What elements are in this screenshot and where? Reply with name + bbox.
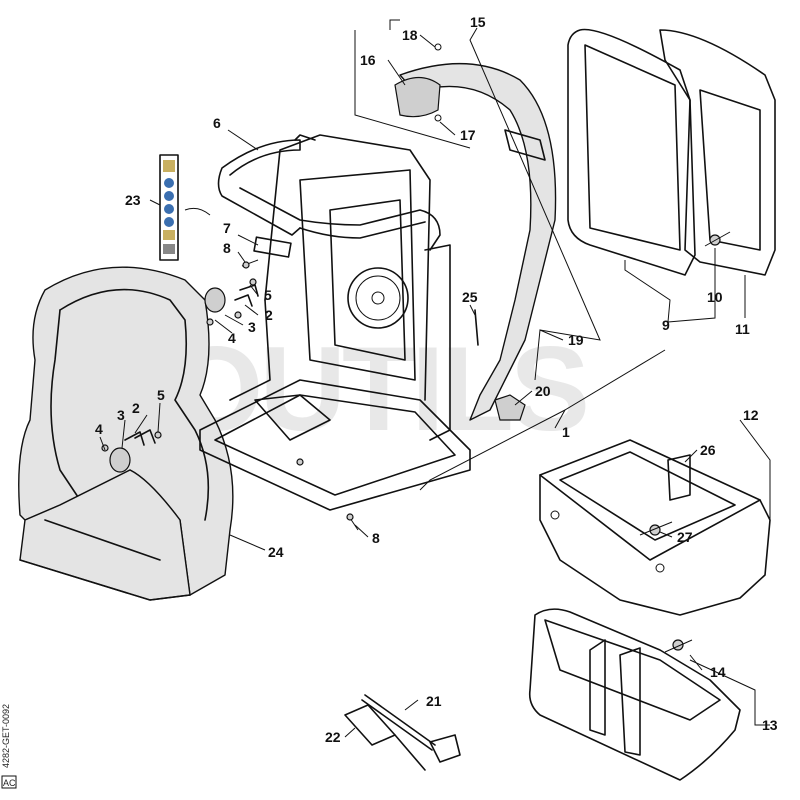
label-3-lower: 3 [117,407,125,423]
part-21-22-tools [344,694,461,771]
label-11: 11 [735,321,750,337]
label-17: 17 [460,127,476,143]
part-11-back-cushion [659,29,776,276]
drawing-code: 4282-GET-0092 [1,704,11,768]
part-15-shoulder-strap [394,43,557,421]
label-19: 19 [568,332,584,348]
label-9: 9 [662,317,670,333]
label-2-upper: 2 [265,307,273,323]
leader-lines [99,19,771,738]
label-5-lower: 5 [157,387,165,403]
label-22: 22 [325,729,341,745]
label-3-upper: 3 [248,319,256,335]
part-25-rod [474,309,479,346]
part-10-pin [704,231,731,247]
label-8-upper: 8 [223,240,231,256]
part-6-carry-handle [217,134,441,251]
drawing-tag: AC [3,778,16,788]
part-labels: 1 2 2 3 3 4 4 5 5 6 7 8 8 9 10 11 12 13 … [95,14,778,745]
part-13-lower-tray [528,608,741,781]
label-16: 16 [360,52,376,68]
label-10: 10 [707,289,723,305]
label-5-upper: 5 [264,287,272,303]
part-9-back-pad [567,28,696,276]
part-12-air-box [539,439,771,616]
label-1: 1 [562,424,570,440]
label-18: 18 [402,27,418,43]
label-13: 13 [762,717,778,733]
label-4-upper: 4 [228,330,236,346]
label-15: 15 [470,14,486,30]
label-20: 20 [535,383,551,399]
label-14: 14 [710,664,726,680]
label-6: 6 [213,115,221,131]
label-8-lower: 8 [372,530,380,546]
small-hardware-upper [204,236,292,326]
label-26: 26 [700,442,716,458]
label-4-lower: 4 [95,421,103,437]
part-1-frame [199,134,471,511]
part-23-warning-label [159,154,211,261]
label-23: 23 [125,192,141,208]
part-24-mesh-guard [18,266,234,601]
label-21: 21 [426,693,442,709]
label-7: 7 [223,220,231,236]
label-27: 27 [677,529,693,545]
label-25: 25 [462,289,478,305]
label-2-lower: 2 [132,400,140,416]
label-24: 24 [268,544,284,560]
label-12: 12 [743,407,759,423]
